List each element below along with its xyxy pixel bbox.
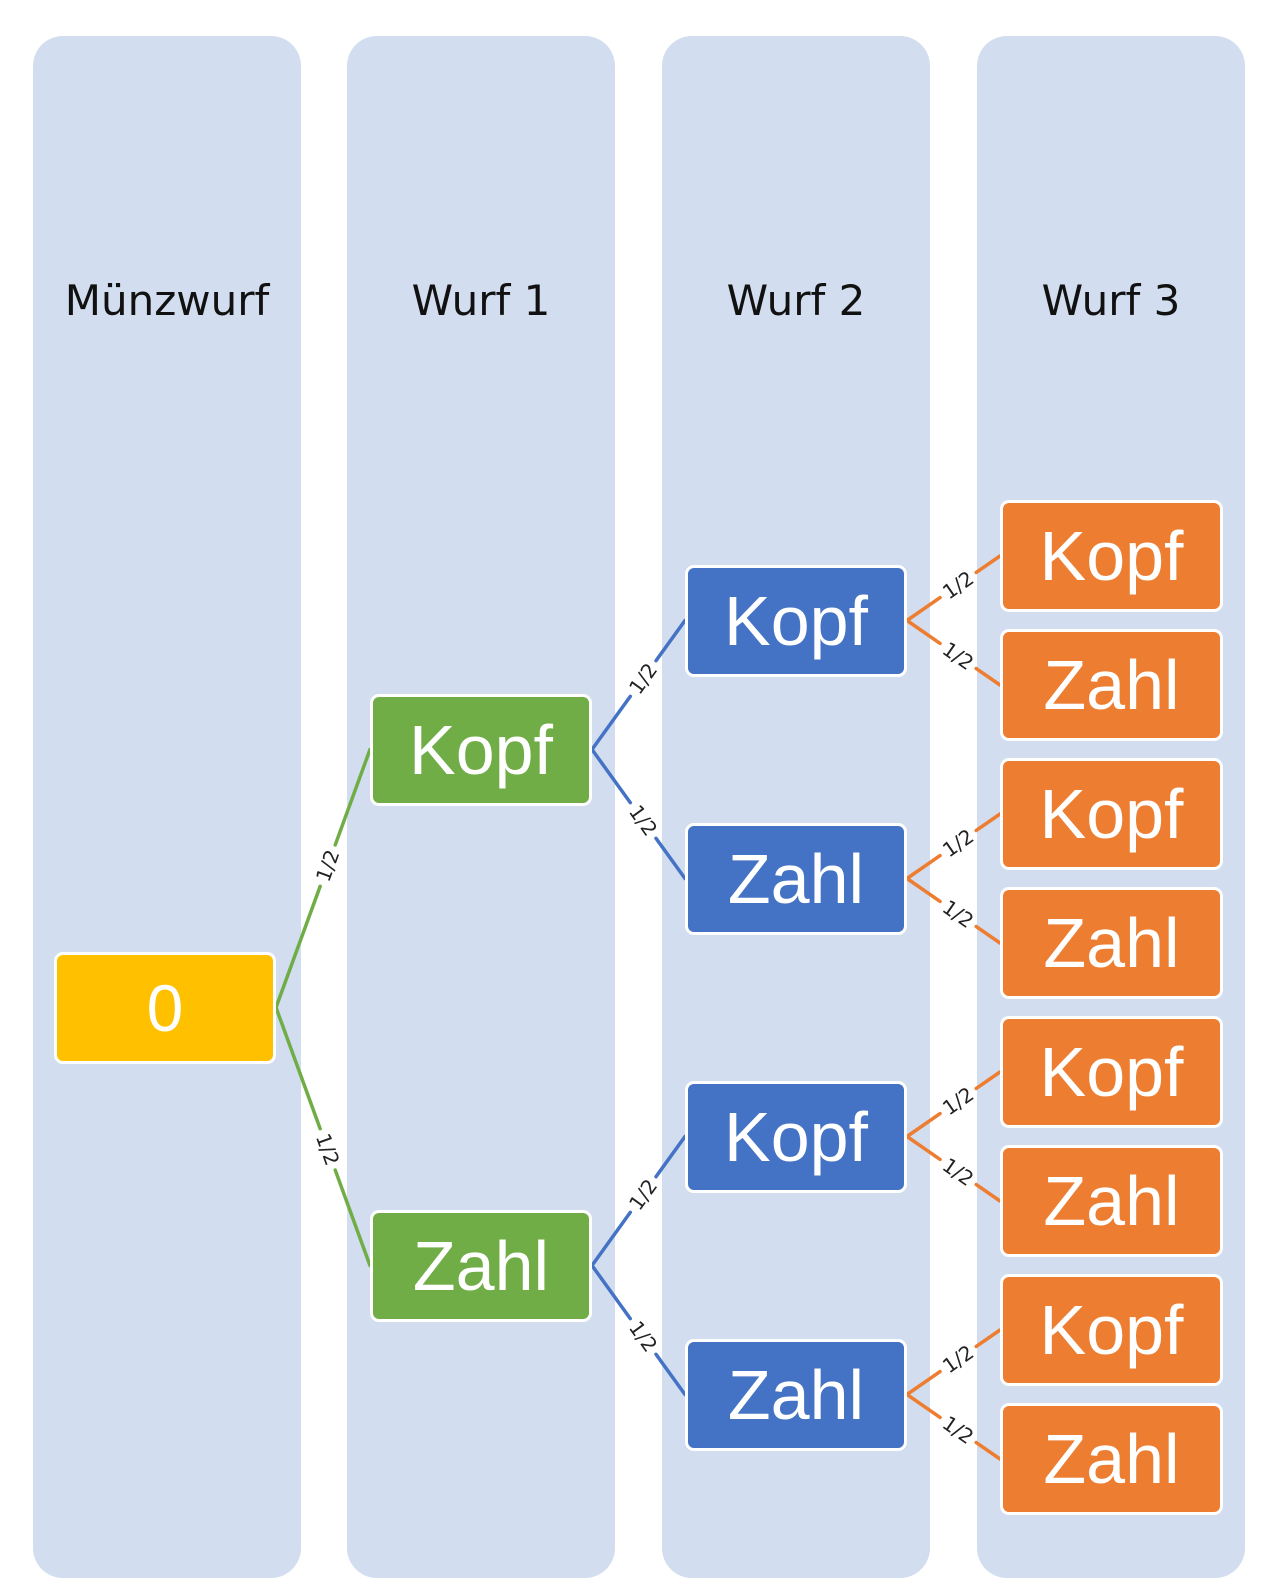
edge-line bbox=[974, 1182, 1002, 1203]
edge-line bbox=[974, 554, 1002, 575]
node-wurf-3-kopf: Kopf bbox=[1000, 1274, 1223, 1386]
node-wurf-3-zahl: Zahl bbox=[1000, 629, 1223, 741]
edge-line bbox=[905, 1369, 942, 1397]
node-root-0: 0 bbox=[54, 951, 276, 1064]
edge-probability-label: 1/2 bbox=[311, 846, 345, 884]
column-wurf-2: Wurf 2 bbox=[662, 36, 930, 1578]
edge-line bbox=[905, 595, 942, 623]
node-wurf-3-kopf: Kopf bbox=[1000, 1016, 1223, 1128]
edge-line bbox=[590, 694, 633, 752]
edge-line bbox=[905, 853, 942, 881]
node-wurf-1-kopf: Kopf bbox=[370, 693, 592, 806]
edge-line bbox=[974, 1440, 1002, 1461]
column-title: Wurf 2 bbox=[726, 276, 866, 325]
edge-line bbox=[590, 747, 633, 805]
edge-probability-label: 1/2 bbox=[624, 1174, 662, 1214]
node-wurf-3-zahl: Zahl bbox=[1000, 1403, 1223, 1515]
column-muenzwurf: Münzwurf bbox=[33, 36, 301, 1578]
edge-line bbox=[905, 876, 942, 904]
column-title: Münzwurf bbox=[64, 276, 270, 325]
edge-probability-label: 1/2 bbox=[938, 1411, 978, 1449]
edge-probability-label: 1/2 bbox=[938, 1153, 978, 1191]
edge-line bbox=[974, 666, 1002, 687]
edge-line bbox=[333, 747, 372, 847]
edge-line bbox=[905, 1134, 942, 1162]
edge-probability-label: 1/2 bbox=[938, 566, 978, 604]
node-wurf-3-zahl: Zahl bbox=[1000, 887, 1223, 999]
node-wurf-3-kopf: Kopf bbox=[1000, 758, 1223, 870]
edge-probability-label: 1/2 bbox=[938, 1082, 978, 1120]
node-wurf-2-kopf: Kopf bbox=[685, 564, 907, 677]
node-wurf-1-zahl: Zahl bbox=[370, 1209, 592, 1322]
edge-line bbox=[654, 836, 687, 881]
edge-line bbox=[905, 1392, 942, 1420]
edge-probability-label: 1/2 bbox=[938, 895, 978, 933]
edge-line bbox=[974, 812, 1002, 833]
edge-line bbox=[590, 1263, 633, 1321]
edge-probability-label: 1/2 bbox=[938, 637, 978, 675]
column-title: Wurf 3 bbox=[1041, 276, 1181, 325]
edge-line bbox=[654, 1352, 687, 1397]
node-wurf-2-zahl: Zahl bbox=[685, 1338, 907, 1451]
edge-line bbox=[274, 884, 322, 1010]
edge-probability-label: 1/2 bbox=[938, 1340, 978, 1378]
edge-probability-label: 1/2 bbox=[624, 1316, 662, 1356]
column-title: Wurf 1 bbox=[411, 276, 551, 325]
edge-line bbox=[974, 924, 1002, 945]
edge-line bbox=[974, 1070, 1002, 1091]
edge-line bbox=[905, 618, 942, 646]
node-wurf-3-kopf: Kopf bbox=[1000, 500, 1223, 612]
edge-line bbox=[654, 1134, 687, 1179]
node-wurf-3-zahl: Zahl bbox=[1000, 1145, 1223, 1257]
edge-probability-label: 1/2 bbox=[311, 1130, 345, 1168]
edge-line bbox=[333, 1168, 372, 1268]
edge-probability-label: 1/2 bbox=[938, 824, 978, 862]
edge-line bbox=[590, 1210, 633, 1268]
node-wurf-2-kopf: Kopf bbox=[685, 1080, 907, 1193]
edge-probability-label: 1/2 bbox=[624, 800, 662, 840]
edge-probability-label: 1/2 bbox=[624, 658, 662, 698]
edge-line bbox=[905, 1111, 942, 1139]
node-wurf-2-zahl: Zahl bbox=[685, 822, 907, 935]
edge-line bbox=[654, 618, 687, 663]
edge-line bbox=[274, 1005, 322, 1131]
edge-line bbox=[974, 1328, 1002, 1349]
